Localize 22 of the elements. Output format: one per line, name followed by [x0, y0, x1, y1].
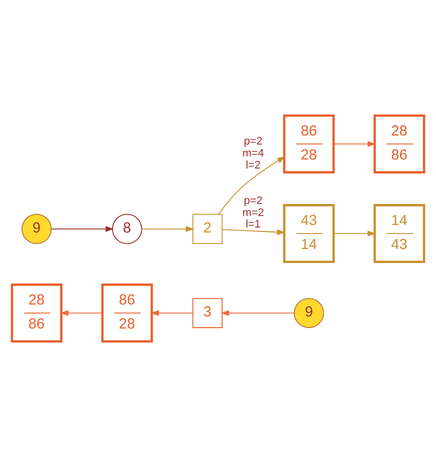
edge-label: p=2 m=2 l=1: [242, 194, 264, 230]
node-circle: 9: [294, 297, 324, 328]
arrow: [333, 140, 376, 146]
node-circle: 8: [112, 213, 142, 244]
node-box: 14 43: [374, 204, 426, 262]
arrow: [333, 230, 376, 236]
node-box: 86 28: [283, 114, 335, 173]
edge-label: p=2 m=4 l=2: [242, 135, 264, 171]
arrow: [220, 310, 295, 316]
node-box: 3: [192, 297, 223, 328]
node-box: 86 28: [101, 283, 153, 342]
arrow: [60, 310, 103, 316]
arrow: [50, 226, 114, 232]
arrow: [142, 226, 194, 232]
arrow: [222, 228, 286, 234]
arrow: [218, 156, 286, 214]
node-circle: 9: [22, 213, 52, 244]
node-box: 28 86: [374, 114, 426, 173]
node-box: 28 86: [10, 283, 62, 342]
node-box: 43 14: [283, 204, 335, 262]
node-box: 2: [192, 213, 223, 244]
arrow: [150, 310, 194, 316]
